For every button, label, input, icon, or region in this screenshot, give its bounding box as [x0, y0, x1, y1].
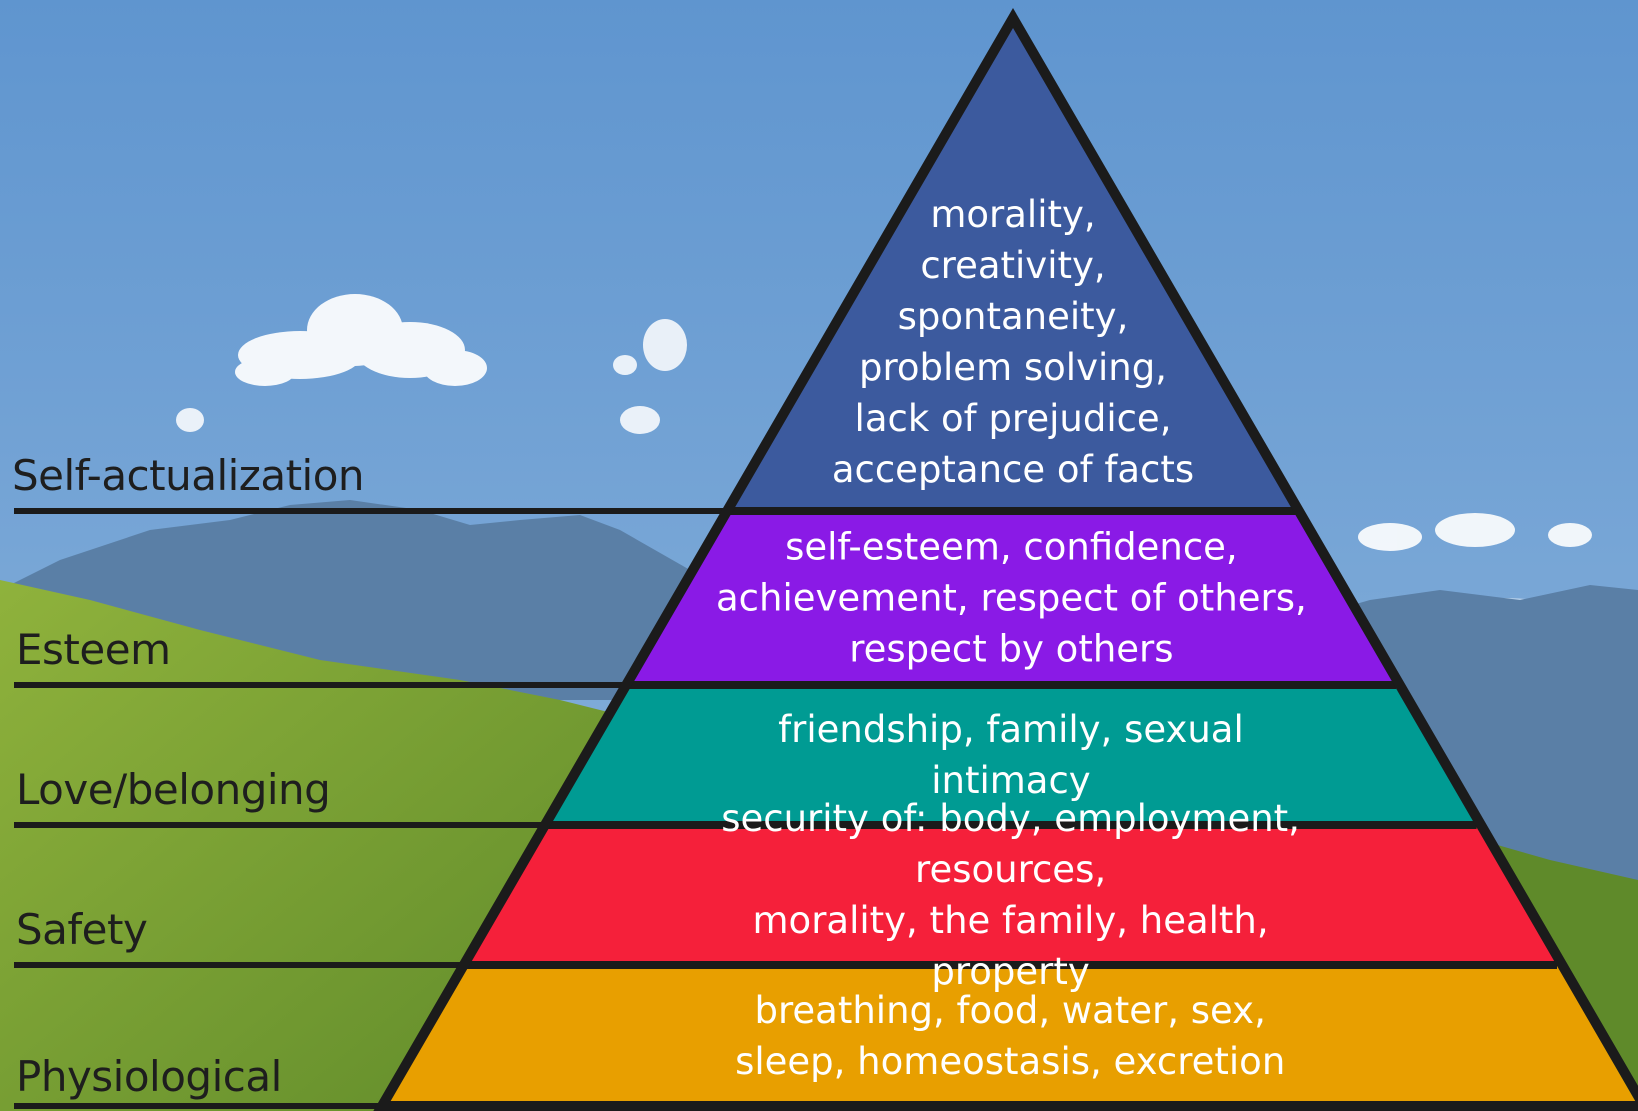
tier-description: friendship, family, sexual intimacy	[778, 708, 1244, 802]
level-label: Love/belonging	[16, 765, 331, 814]
pyramid-tier-safety	[463, 825, 1558, 965]
tier-description: morality, creativity, spontaneity, probl…	[831, 193, 1195, 491]
pyramid-outline	[373, 8, 1638, 1111]
tier-description: breathing, food, water, sex, sleep, home…	[735, 988, 1286, 1083]
guide-lines	[14, 8, 1638, 1111]
tier-description: self-esteem, confidence, achievement, re…	[715, 525, 1307, 671]
level-label: Esteem	[16, 625, 171, 674]
pyramid-tier-love-belonging	[544, 685, 1477, 825]
pyramid-tier-esteem	[626, 511, 1397, 685]
tier-description: security of: body, employment, resources…	[721, 797, 1300, 993]
pyramid-tier-physiological	[382, 965, 1638, 1106]
cloud-small	[176, 319, 687, 434]
level-label: Safety	[16, 905, 148, 954]
level-label: Physiological	[16, 1052, 282, 1101]
cloud-left	[235, 294, 487, 386]
pyramid-tier-self-actualization	[727, 18, 1297, 511]
pyramid-tiers	[382, 18, 1638, 1106]
level-label: Self-actualization	[12, 451, 365, 500]
